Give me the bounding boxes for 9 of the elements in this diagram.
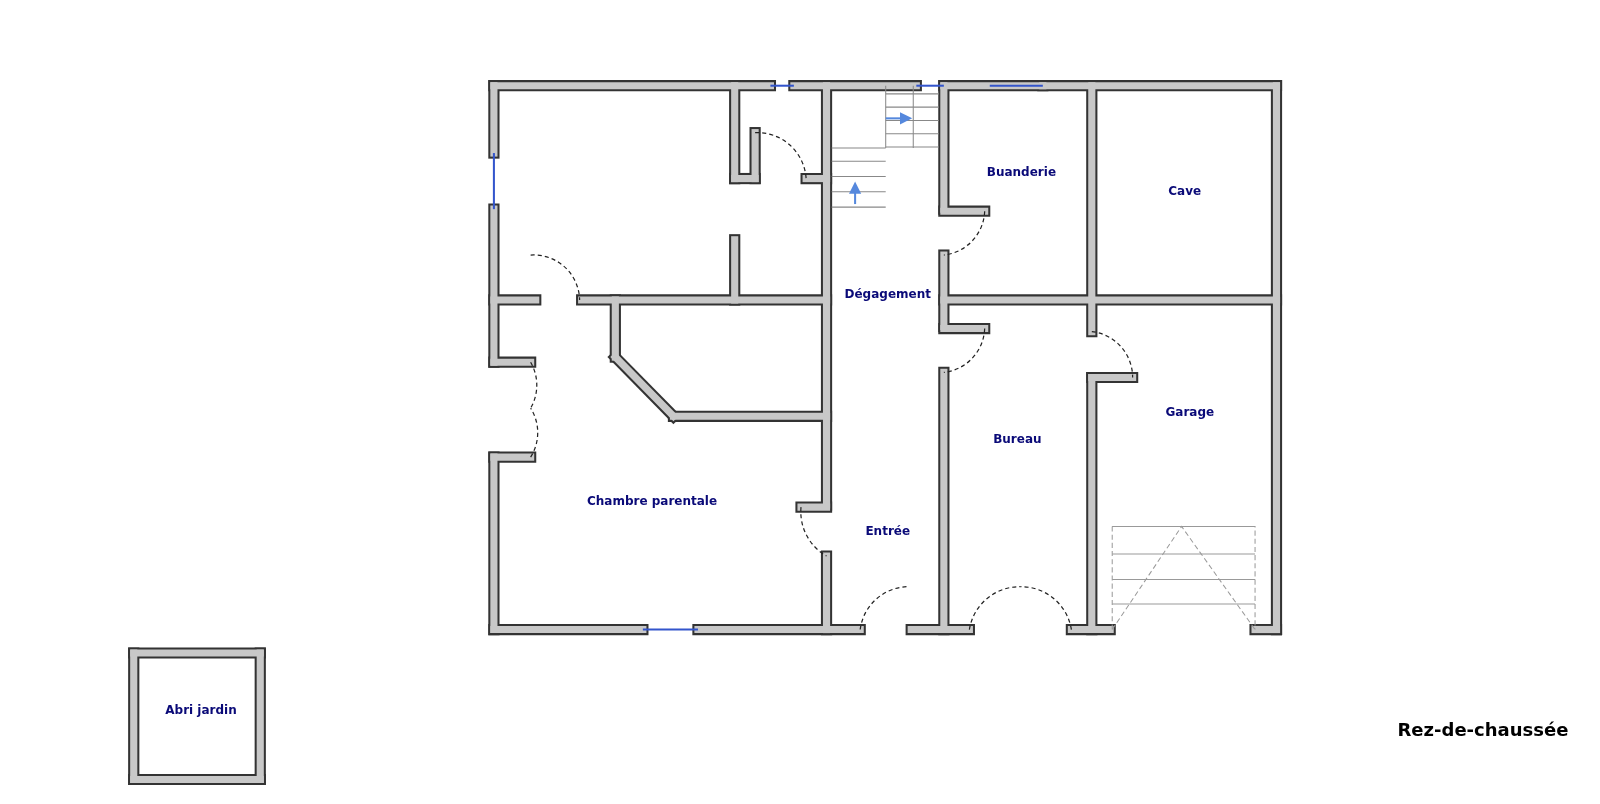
plan-title: Rez-de-chaussée: [1397, 719, 1569, 741]
room-label: Bureau: [993, 431, 1042, 446]
room-label: Garage: [1165, 405, 1215, 420]
room-label: Dégagement: [844, 286, 931, 301]
room-label: Buanderie: [986, 165, 1056, 180]
room-label: Cave: [1168, 183, 1202, 198]
room-label: Abri jardin: [165, 703, 237, 718]
room-label: Chambre parentale: [586, 494, 718, 508]
room-label: Entrée: [865, 523, 911, 538]
